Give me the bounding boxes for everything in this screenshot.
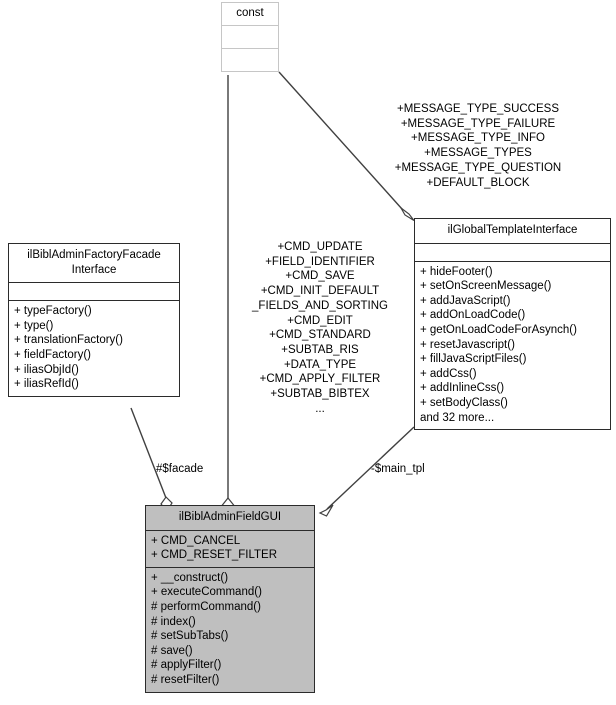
class-operations-main: + __construct() + executeCommand() # per…: [146, 566, 314, 692]
edge-label-template-role: -$main_tpl: [371, 463, 425, 475]
class-name-global-template-interface: ilGlobalTemplateInterface: [447, 224, 578, 236]
class-member: # save(): [151, 644, 193, 657]
class-name-main: ilBiblAdminFieldGUI: [178, 511, 282, 523]
edge-facade-to-main: [130, 407, 167, 499]
class-operations-const: [222, 47, 278, 71]
class-member: # applyFilter(): [151, 659, 222, 672]
class-member: + fillJavaScriptFiles(): [420, 353, 527, 366]
class-attributes-facade-interface: [9, 282, 179, 300]
class-member: # performCommand(): [151, 600, 261, 613]
aggregation-diamond-const-template: [400, 207, 415, 222]
class-member: + addOnLoadCode(): [420, 309, 526, 322]
class-member: + iliasRefId(): [14, 378, 79, 391]
class-member: # index(): [151, 615, 196, 628]
class-member: # resetFilter(): [151, 673, 220, 686]
class-member: + iliasObjId(): [14, 363, 79, 376]
class-member: + addInlineCss(): [420, 382, 505, 395]
class-member: + translationFactory(): [14, 334, 123, 347]
class-attributes-main: + CMD_CANCEL + CMD_RESET_FILTER: [146, 529, 314, 567]
class-attributes-const: [222, 24, 278, 48]
edge-label-facade-role: #$facade: [156, 463, 204, 475]
class-operations-global-template-interface: + hideFooter() + setOnScreenMessage() + …: [415, 260, 610, 430]
class-attributes-global-template-interface: [415, 242, 610, 261]
class-member: + setBodyClass(): [420, 396, 508, 409]
class-member: + fieldFactory(): [14, 348, 92, 361]
class-member: + executeCommand(): [151, 586, 262, 599]
class-member: # setSubTabs(): [151, 630, 229, 643]
class-box-global-template-interface[interactable]: ilGlobalTemplateInterface + hideFooter()…: [414, 218, 611, 431]
class-name-const: const: [236, 7, 264, 19]
edge-label-const-to-main: +CMD_UPDATE +FIELD_IDENTIFIER +CMD_SAVE …: [252, 241, 388, 415]
class-box-main[interactable]: ilBiblAdminFieldGUI + CMD_CANCEL + CMD_R…: [145, 505, 315, 693]
class-name-facade-interface: ilBiblAdminFactoryFacade Interface: [27, 249, 161, 276]
class-box-facade-interface[interactable]: ilBiblAdminFactoryFacade Interface + typ…: [8, 243, 180, 397]
class-member: + addCss(): [420, 367, 477, 380]
class-member: + CMD_CANCEL: [151, 534, 241, 547]
class-box-const[interactable]: const: [221, 2, 279, 72]
class-member: + hideFooter(): [420, 265, 493, 278]
class-member: + getOnLoadCodeForAsynch(): [420, 323, 577, 336]
class-member: + type(): [14, 319, 54, 332]
class-member: + typeFactory(): [14, 305, 92, 318]
class-member: + addJavaScript(): [420, 294, 511, 307]
class-member: + CMD_RESET_FILTER: [151, 549, 277, 562]
aggregation-diamond-template-main: [318, 504, 334, 517]
class-member: + __construct(): [151, 571, 229, 584]
class-member: + setOnScreenMessage(): [420, 280, 552, 293]
class-member: + resetJavascript(): [420, 338, 515, 351]
class-member-more: and 32 more...: [420, 411, 495, 424]
edge-label-const-to-template: +MESSAGE_TYPE_SUCCESS +MESSAGE_TYPE_FAIL…: [394, 103, 562, 189]
class-operations-facade-interface: + typeFactory() + type() + translationFa…: [9, 300, 179, 396]
